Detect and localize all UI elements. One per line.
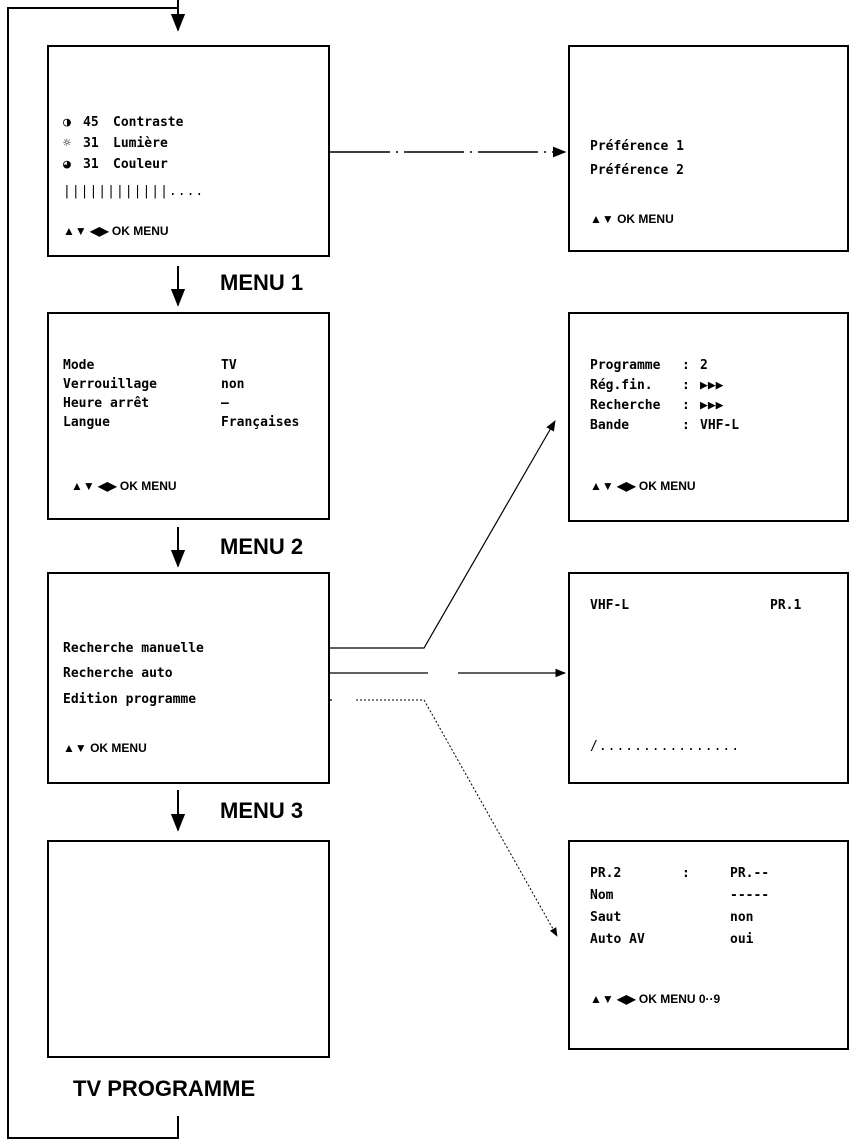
menu2-label: MENU 2 <box>220 534 304 559</box>
edit-row-label: Saut <box>590 910 622 925</box>
manual-tune-row-sep: : <box>682 358 690 373</box>
manual-tune-row-value[interactable]: ▶▶▶ <box>700 398 724 413</box>
menu2-row-label: Langue <box>63 415 110 430</box>
arrow-edit-programme <box>356 699 558 937</box>
preference-item-1[interactable]: Préférence 1 <box>590 139 684 154</box>
menu1-value[interactable]: 45 <box>83 115 99 130</box>
auto-search-screen: VHF-L PR.1 /................ <box>568 572 849 784</box>
menu1-label: Lumière <box>113 136 168 151</box>
menu2-row-value[interactable]: Françaises <box>221 415 300 430</box>
menu3-item-edit-programme[interactable]: Edition programme <box>63 692 197 707</box>
menu2-row-value[interactable]: — <box>221 396 229 411</box>
manual-tune-nav-hint: ▲▼ ◀▶ OK MENU <box>590 479 696 493</box>
manual-tune-row-label: Bande <box>590 418 630 433</box>
manual-tune-row-label: Rég.fin. <box>590 378 653 393</box>
edit-row-value[interactable]: non <box>730 910 754 925</box>
menu2-nav-hint: ▲▼ ◀▶ OK MENU <box>71 479 177 493</box>
tv-programme-screen <box>47 840 330 1058</box>
preference-nav-hint: ▲▼ OK MENU <box>590 212 674 226</box>
tv-programme-label: TV PROGRAMME <box>73 1076 256 1101</box>
auto-search-progress: /................ <box>590 739 741 754</box>
menu1-value[interactable]: 31 <box>83 157 99 172</box>
manual-tune-row-value[interactable]: VHF-L <box>700 418 740 433</box>
manual-tune-row-label: Recherche <box>590 398 661 413</box>
manual-tune-row-value[interactable]: 2 <box>700 358 708 373</box>
preference-item-2[interactable]: Préférence 2 <box>590 163 684 178</box>
auto-search-program: PR.1 <box>770 598 802 613</box>
menu1-label: Contraste <box>113 115 184 130</box>
menu3-item-auto-search[interactable]: Recherche auto <box>63 666 173 681</box>
manual-tune-row-sep: : <box>682 418 690 433</box>
menu2-row-label: Heure arrêt <box>63 396 150 411</box>
manual-tune-row-sep: : <box>682 378 690 393</box>
manual-tune-row-value[interactable]: ▶▶▶ <box>700 378 724 393</box>
edit-row-value[interactable]: PR.-- <box>730 866 770 881</box>
menu1-value[interactable]: 31 <box>83 136 99 151</box>
edit-row-label: Nom <box>590 888 614 903</box>
color-icon: ◕ <box>63 157 71 172</box>
return-loop-line <box>7 7 179 1139</box>
edit-row-label: PR.2 <box>590 866 622 881</box>
edit-row-value[interactable]: oui <box>730 932 754 947</box>
menu3-nav-hint: ▲▼ OK MENU <box>63 741 147 755</box>
edit-row-value[interactable]: ----- <box>730 888 770 903</box>
menu1-label: MENU 1 <box>220 270 304 295</box>
menu3-item-manual-search[interactable]: Recherche manuelle <box>63 641 204 656</box>
manual-tune-row-label: Programme <box>590 358 661 373</box>
edit-nav-hint: ▲▼ ◀▶ OK MENU 0··9 <box>590 992 721 1006</box>
menu2-row-value[interactable]: TV <box>221 358 237 373</box>
menu3-screen: Recherche manuelle Recherche auto Editio… <box>47 572 330 784</box>
menu2-row-value[interactable]: non <box>221 377 245 392</box>
auto-search-band: VHF-L <box>590 598 630 613</box>
manual-tune-row-sep: : <box>682 398 690 413</box>
menu1-nav-hint: ▲▼ ◀▶ OK MENU <box>63 224 169 238</box>
menu1-level-bar: ||||||||||||.... <box>63 184 205 199</box>
edit-row-mid: : <box>682 866 690 881</box>
menu1-label: Couleur <box>113 157 168 172</box>
preference-screen: Préférence 1 Préférence 2 ▲▼ OK MENU <box>568 45 849 252</box>
menu2-row-label: Verrouillage <box>63 377 157 392</box>
brightness-icon: ☼ <box>63 136 71 151</box>
edit-row-label: Auto AV <box>590 932 645 947</box>
menu2-row-label: Mode <box>63 358 95 373</box>
menu3-label: MENU 3 <box>220 798 304 823</box>
contrast-icon: ◑ <box>63 115 71 130</box>
